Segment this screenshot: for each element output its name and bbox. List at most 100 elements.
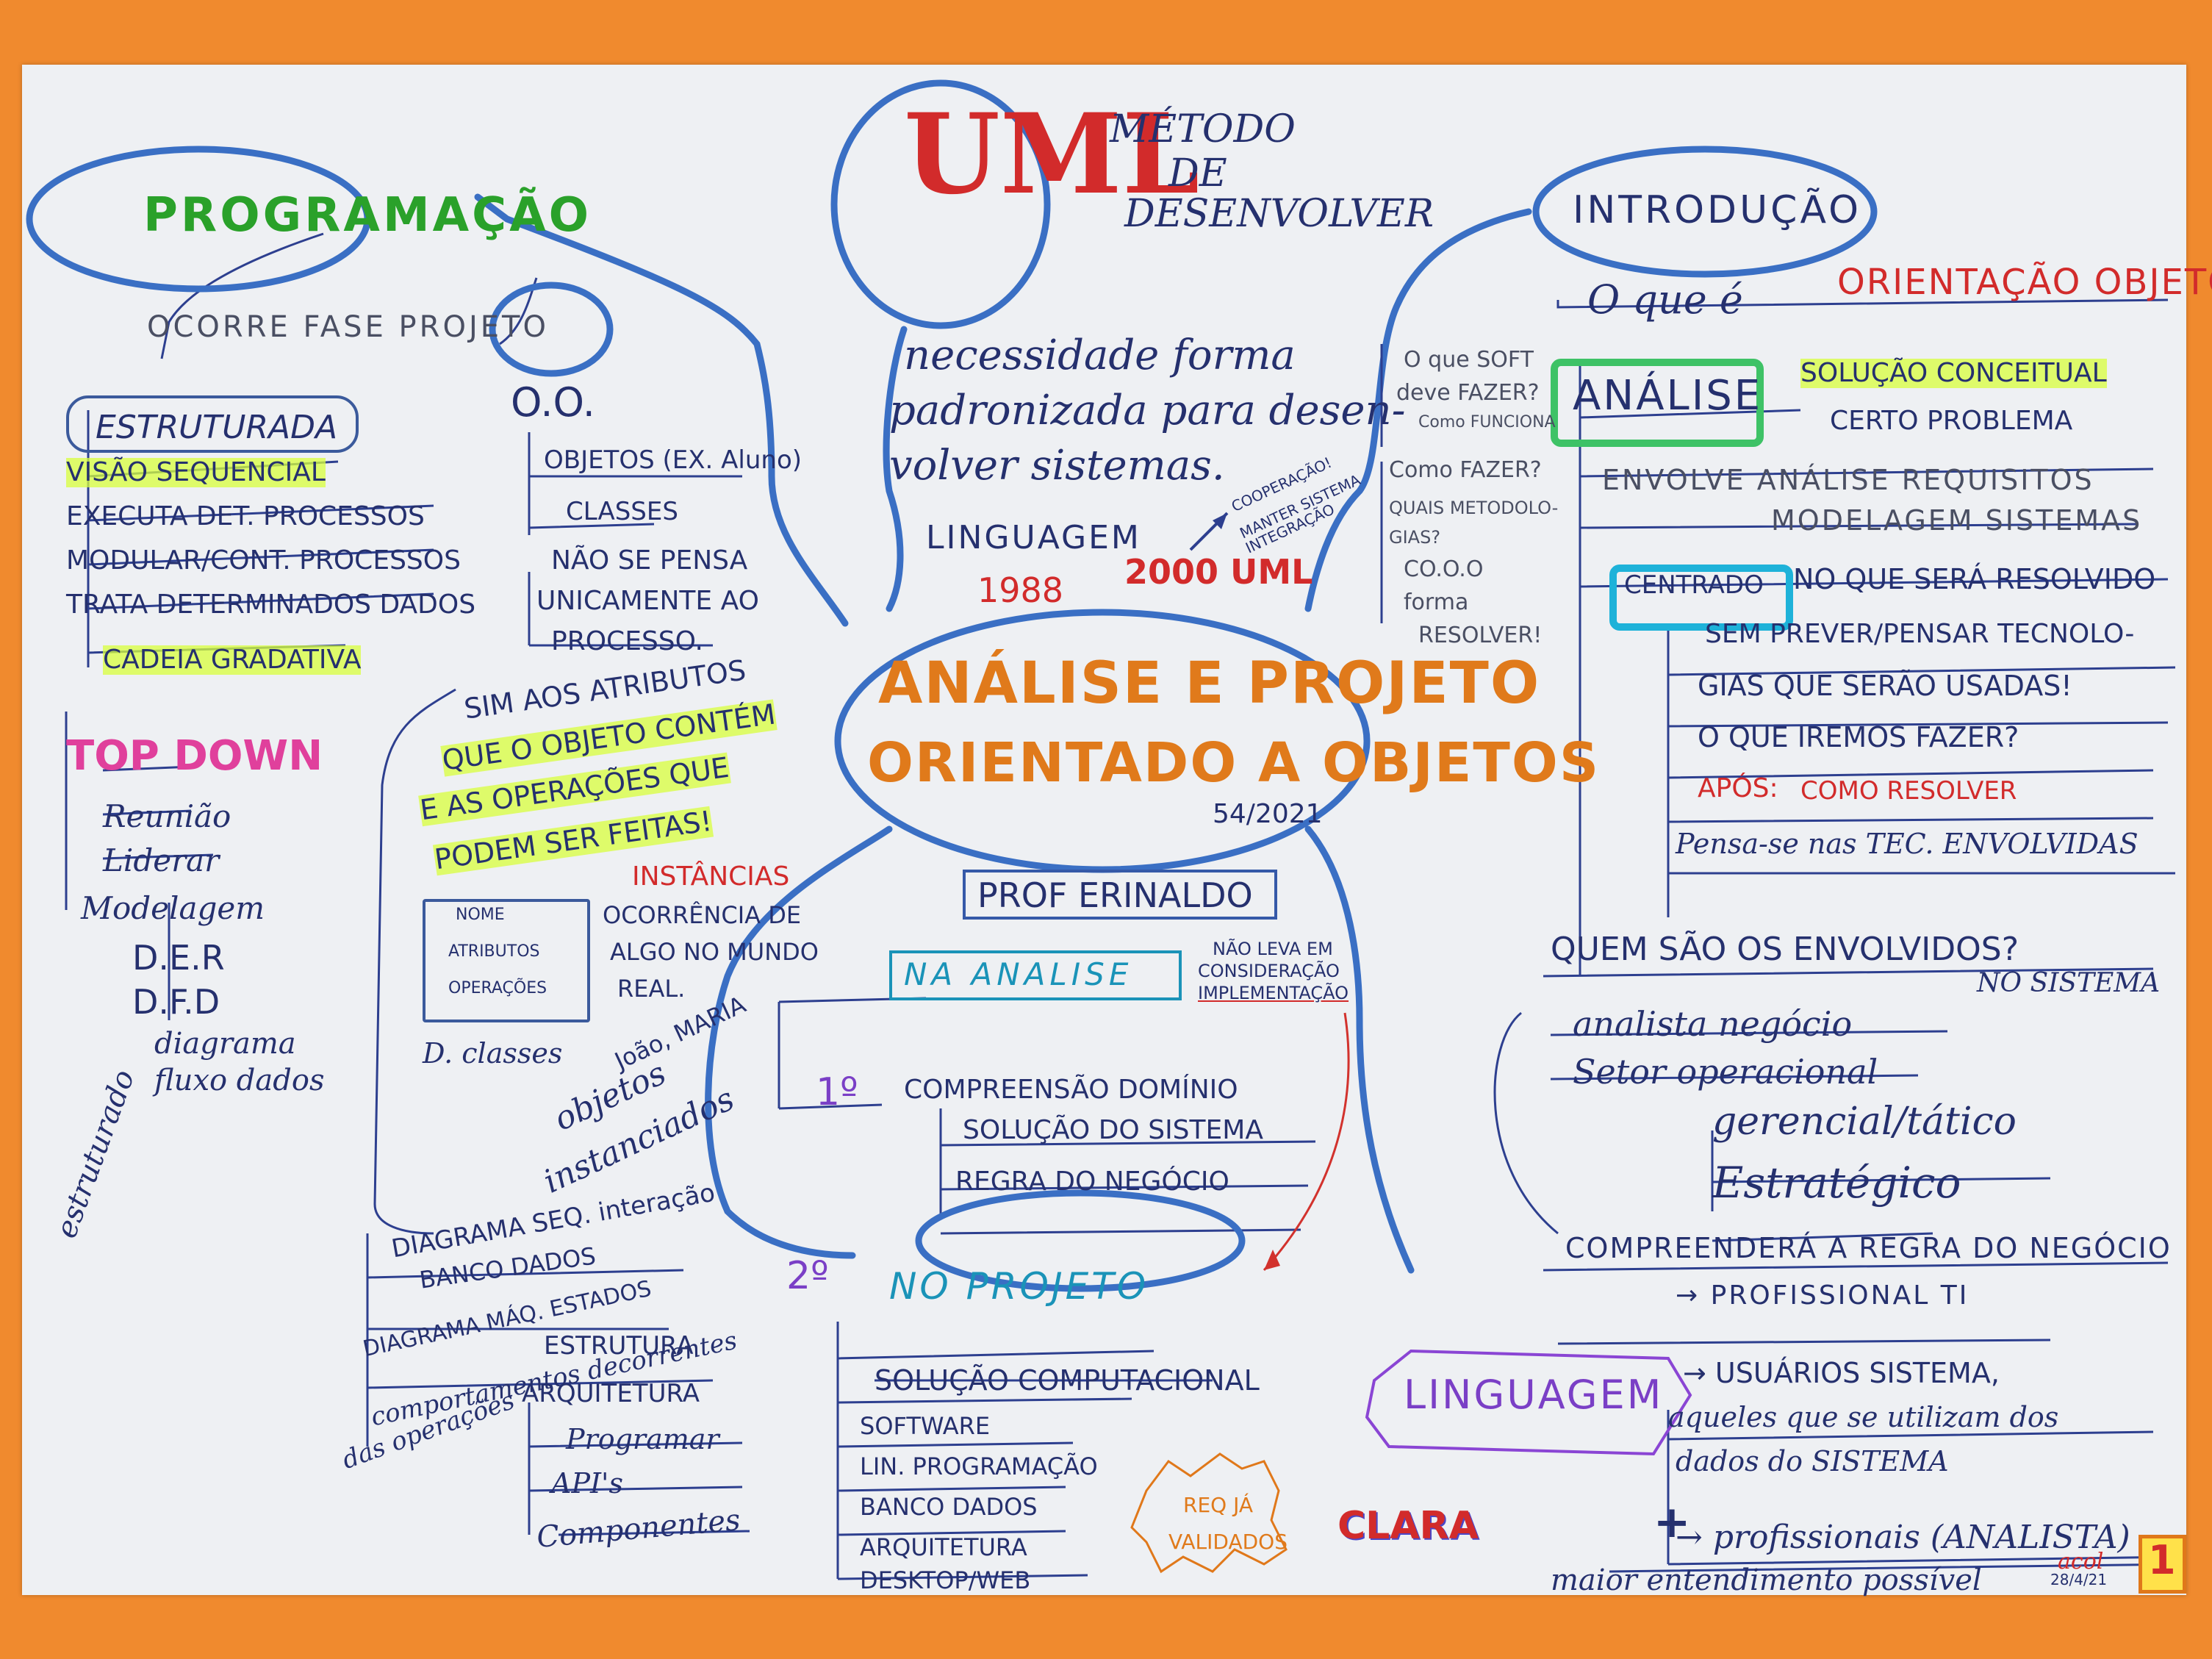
analise-solucao-1: SOLUÇÃO CONCEITUAL [1800, 358, 2107, 388]
top-down-item-1: Reunião [103, 798, 231, 834]
top-down-item-2: Liderar [103, 842, 220, 878]
estruturada-item-5: CADEIA GRADATIVA [103, 645, 362, 675]
centrado-sub-4: Pensa-se nas TEC. ENVOLVIDAS [1676, 828, 2139, 860]
ocorrencia-3: REAL. [617, 975, 686, 1003]
center-title-line2: ORIENTADO A OBJETOS [867, 731, 1601, 795]
oo-item-1: OBJETOS (EX. Aluno) [544, 445, 802, 475]
estruturada-item-2: EXECUTA DET. PROCESSOS [66, 501, 425, 531]
projeto-left-3: Programar [566, 1423, 719, 1455]
class-box-ops: OPERAÇÕES [448, 979, 547, 997]
no-projeto-item-2: LIN. PROGRAMAÇÃO [860, 1452, 1098, 1480]
linguagem-label: LINGUAGEM [1404, 1372, 1664, 1418]
oo-item-2: CLASSES [566, 497, 678, 526]
estruturada-label: ESTRUTURADA [96, 409, 338, 446]
projeto-left-1: ESTRUTURA [544, 1331, 694, 1361]
intro-note-9: RESOLVER! [1418, 623, 1543, 648]
intro-question-key: ORIENTAÇÃO OBJETO [1837, 262, 2212, 303]
page-number: 1 [2148, 1537, 2176, 1583]
projeto-left-4: API's [551, 1467, 623, 1499]
uml-year2: 2000 UML [1124, 552, 1313, 592]
analise-solucao-2: CERTO PROBLEMA [1830, 406, 2073, 436]
top-down-item-3: Modelagem [81, 890, 265, 926]
centrado-text: NO QUE SERÁ RESOLVIDO [1793, 563, 2156, 595]
na-analise-box [889, 950, 1182, 1000]
apos-label: APÓS: [1698, 773, 1778, 803]
class-box-name: NOME [456, 906, 505, 924]
na-analise-note-3: IMPLEMENTAÇÃO [1198, 983, 1349, 1003]
intro-question-prefix: O que é [1587, 276, 1743, 323]
na-analise-label: NA ANALISE [904, 956, 1133, 992]
diagrama-1: diagrama [154, 1027, 296, 1061]
apos-text: COMO RESOLVER [1800, 776, 2017, 806]
center-date: 54/2021 [1213, 799, 1323, 829]
nao-se-pensa-1: NÃO SE PENSA [551, 545, 748, 576]
estruturada-item-3: MODULAR/CONT. PROCESSOS [66, 545, 461, 576]
centrado-sub-3: O QUE IREMOS FAZER? [1698, 721, 2019, 753]
der-label: D.E.R [132, 938, 225, 978]
na-analise-num: 1º [816, 1070, 858, 1114]
envolve-label: ENVOLVE ANÁLISE REQUISITOS [1602, 464, 2094, 496]
analise-box [1551, 359, 1764, 447]
projeto-left-2: ARQUITETURA [522, 1379, 700, 1408]
programacao-ocorre: OCORRE FASE PROJETO [147, 310, 549, 344]
intro-note-5: QUAIS METODOLO- [1389, 498, 1559, 518]
envolvidos-item-3: gerencial/tático [1712, 1100, 2017, 1144]
no-projeto-item-3: BANCO DADOS [860, 1493, 1038, 1521]
nao-se-pensa-3: PROCESSO. [551, 626, 703, 656]
compreendera-label: COMPREENDERÁ A REGRA DO NEGÓCIO [1565, 1232, 2172, 1264]
analise-label: ANÁLISE [1573, 372, 1763, 420]
estruturada-item-4: TRATA DETERMINADOS DADOS [66, 590, 476, 620]
estruturada-box [66, 395, 359, 453]
uml-need-3: volver sistemas. [889, 442, 1225, 490]
intro-note-4: Como FAZER? [1389, 457, 1542, 483]
no-projeto-item-5: DESKTOP/WEB [860, 1566, 1031, 1594]
intro-note-6: GIAS? [1389, 527, 1441, 548]
uml-method-1: MÉTODO [1110, 107, 1296, 151]
uml-year: 1988 [977, 570, 1064, 610]
centrado-box [1609, 565, 1793, 631]
usuarios-3: dados do SISTEMA [1676, 1445, 1949, 1477]
centrado-sub-1: SEM PREVER/PENSAR TECNOLO- [1705, 619, 2135, 649]
modelagem-label: MODELAGEM SISTEMAS [1771, 504, 2143, 537]
no-projeto-item-1: SOFTWARE [860, 1412, 991, 1440]
envolvidos-item-2: Setor operacional [1573, 1052, 1878, 1092]
class-box [423, 899, 590, 1022]
prof-box [963, 870, 1277, 920]
uml-logo: UML [904, 90, 1200, 219]
usuarios-1: → USUÁRIOS SISTEMA, [1683, 1357, 2000, 1389]
uml-need-1: necessidade forma [904, 332, 1296, 379]
mind-map-paper: ANÁLISE E PROJETO ORIENTADO A OBJETOS 54… [22, 65, 2212, 1597]
no-projeto-num: 2º [786, 1254, 829, 1298]
na-analise-note-2: CONSIDERAÇÃO [1198, 961, 1340, 981]
instancias-label: INSTÂNCIAS [632, 861, 790, 892]
req-2: VALIDADOS [1168, 1530, 1288, 1554]
no-projeto-solucao: SOLUÇÃO COMPUTACIONAL [875, 1364, 1260, 1397]
maior-label: maior entendimento possível [1551, 1563, 1982, 1597]
estruturada-item-1: VISÃO SEQUENCIAL [66, 457, 326, 487]
class-box-attrs: ATRIBUTOS [448, 942, 540, 961]
center-title-line1: ANÁLISE E PROJETO [878, 651, 1541, 717]
na-analise-item-3: REGRA DO NEGÓCIO [955, 1167, 1229, 1197]
na-analise-item-2: SOLUÇÃO DO SISTEMA [963, 1115, 1263, 1145]
introducao-title: INTRODUÇÃO [1573, 188, 1862, 232]
ocorrencia-1: OCORRÊNCIA DE [603, 901, 802, 929]
profissionais-label: → profissionais (ANALISTA) [1676, 1519, 2130, 1556]
intro-note-2: deve FAZER? [1396, 380, 1540, 406]
plus-sign: + [1653, 1497, 1691, 1548]
oo-label: O.O. [511, 379, 595, 426]
profissional-label: → PROFISSIONAL TI [1676, 1280, 1969, 1311]
na-analise-note-1: NÃO LEVA EM [1213, 939, 1333, 959]
ocorrencia-2: ALGO NO MUNDO [610, 938, 819, 966]
envolvidos-item-4: Estratégico [1712, 1158, 1961, 1208]
intro-note-3: Como FUNCIONA [1418, 413, 1556, 431]
intro-note-7: CO.O.O [1404, 556, 1484, 582]
intro-note-8: forma [1404, 590, 1469, 615]
envolvidos-title: QUEM SÃO OS ENVOLVIDOS? [1551, 931, 2019, 968]
programacao-title: PROGRAMAÇÃO [143, 188, 592, 243]
top-down-label: TOP DOWN [66, 732, 323, 780]
centrado-label: CENTRADO [1624, 570, 1764, 600]
usuarios-2: aqueles que se utilizam dos [1668, 1401, 2059, 1433]
na-analise-item-1: COMPREENSÃO DOMÍNIO [904, 1075, 1238, 1105]
uml-language: LINGUAGEM [926, 519, 1141, 556]
envolvidos-item-1: analista negócio [1573, 1004, 1853, 1044]
